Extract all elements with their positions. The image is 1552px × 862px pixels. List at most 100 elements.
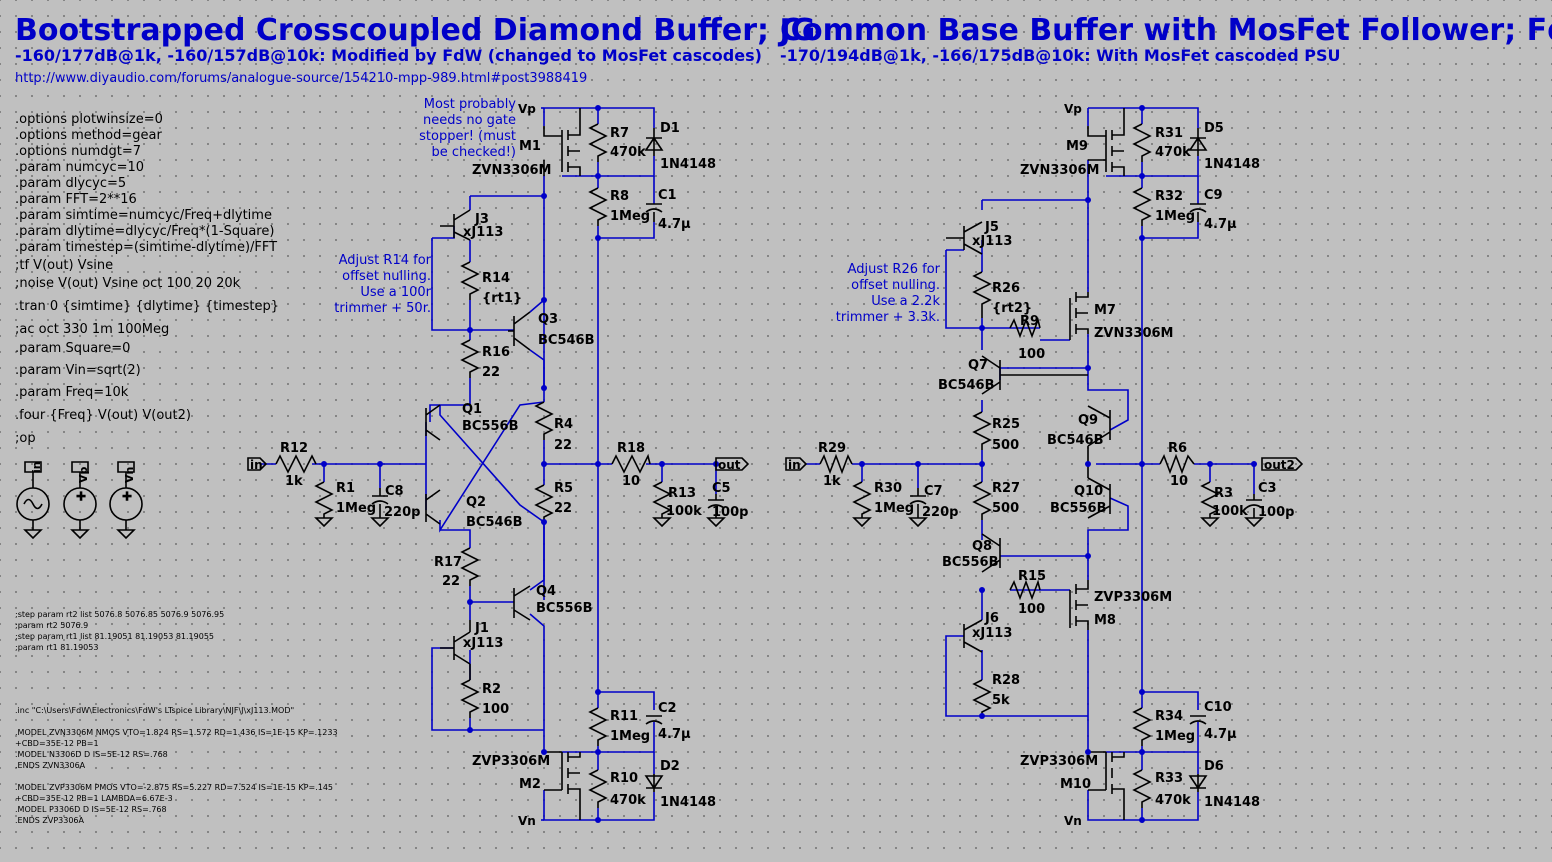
directive-line[interactable]: ;tf V(out) Vsine: [15, 258, 113, 273]
resistor-r3[interactable]: [1200, 481, 1220, 528]
resistor-r5[interactable]: [534, 484, 554, 522]
resistor-r13[interactable]: [652, 481, 672, 528]
source-in[interactable]: in: [16, 461, 50, 540]
model-line[interactable]: .ENDS ZVN3306A: [15, 761, 86, 770]
directive-line[interactable]: .param timestep=(simtime-dlytime)/FFT: [15, 240, 277, 255]
mosfet-m8[interactable]: [1069, 580, 1089, 630]
resistor-r33[interactable]: [1132, 769, 1152, 808]
resistor-r27[interactable]: [972, 481, 992, 520]
net-flag-right-in[interactable]: in: [785, 457, 808, 472]
resistor-r8[interactable]: [588, 187, 608, 226]
jfet-j6[interactable]: [963, 619, 983, 653]
resistor-r11[interactable]: [588, 707, 608, 746]
directive-line[interactable]: .param Square=0: [15, 341, 130, 356]
model-line[interactable]: +CBD=35E-12 PB=1 LAMBDA=6.67E-3: [15, 794, 173, 803]
bjt-q9[interactable]: [1087, 405, 1111, 464]
resistor-r18[interactable]: [611, 453, 651, 474]
resistor-r12[interactable]: [275, 454, 317, 474]
mosfet-m1[interactable]: [543, 108, 581, 176]
model-line[interactable]: .inc "C:\Users\FdW\Electronics\FdW's LTs…: [15, 706, 294, 715]
bjt-q7[interactable]: [981, 355, 1088, 395]
step-line[interactable]: ;param rt2 5076.9: [15, 621, 88, 630]
resistor-r17[interactable]: [460, 547, 480, 586]
capacitor-c5[interactable]: [706, 494, 726, 528]
model-line[interactable]: .ENDS ZVP3306A: [15, 816, 85, 825]
resistor-r31[interactable]: [1132, 123, 1152, 162]
resistor-r16[interactable]: [460, 339, 480, 378]
note-gate-stopper[interactable]: Most probably needs no gate stopper! (mu…: [419, 97, 516, 160]
capacitor-c9[interactable]: [1189, 203, 1207, 222]
capacitor-c10[interactable]: [1189, 715, 1207, 725]
resistor-r15[interactable]: [1009, 579, 1041, 601]
model-line[interactable]: .MODEL N3306D D IS=5E-12 RS=.768: [15, 750, 168, 759]
net-flag-left-out[interactable]: out: [715, 457, 750, 472]
bjt-q8[interactable]: [981, 533, 1001, 573]
resistor-r14[interactable]: [460, 261, 480, 300]
mosfet-m2[interactable]: [544, 751, 581, 820]
capacitor-c3[interactable]: [1244, 494, 1264, 528]
directive-line[interactable]: ;ac oct 330 1m 100Meg: [15, 322, 169, 337]
resistor-r6[interactable]: [1159, 453, 1195, 475]
directive-line[interactable]: .options numdgt=7: [15, 144, 141, 159]
step-line[interactable]: ;step param rt1 list 81.19051 81.19053 8…: [15, 632, 214, 641]
step-line[interactable]: ;param rt1 81.19053: [15, 643, 98, 652]
directive-line[interactable]: .options method=gear: [15, 128, 162, 143]
capacitor-c1[interactable]: [645, 203, 663, 222]
directive-line[interactable]: ;op: [15, 431, 36, 446]
source-vp[interactable]: + Vp: [63, 461, 97, 540]
model-line[interactable]: .MODEL ZVN3306M NMOS VTO=1.824 RS=1.572 …: [15, 728, 338, 737]
diode-d2[interactable]: [644, 774, 664, 792]
diode-d1[interactable]: [644, 128, 664, 156]
capacitor-c2[interactable]: [645, 715, 663, 725]
step-line[interactable]: ;step param rt2 list 5076.8 5076.85 5076…: [15, 610, 224, 619]
resistor-r7[interactable]: [588, 123, 608, 162]
bjt-q4[interactable]: [513, 585, 531, 621]
note-r26-adjust[interactable]: Adjust R26 for offset nulling. Use a 2.2…: [836, 262, 941, 325]
resistor-r26[interactable]: [972, 271, 992, 318]
model-line[interactable]: +CBD=35E-12 PB=1: [15, 739, 99, 748]
directive-line[interactable]: .tran 0 {simtime} {dlytime} {timestep}: [15, 299, 279, 314]
jfet-j3[interactable]: [440, 209, 471, 241]
note-r14-adjust[interactable]: Adjust R14 for offset nulling. Use a 100…: [334, 253, 431, 316]
bjt-q3[interactable]: [508, 311, 531, 351]
resistor-r29[interactable]: [819, 453, 853, 475]
source-vn[interactable]: + Vn: [109, 461, 143, 540]
directive-line[interactable]: .param Freq=10k: [15, 385, 129, 400]
model-line[interactable]: .MODEL P3306D D IS=5E-12 RS=.768: [15, 805, 167, 814]
directive-line[interactable]: ;noise V(out) Vsine oct 100 20 20k: [15, 276, 241, 291]
resistor-r2[interactable]: [460, 679, 480, 718]
mosfet-m7[interactable]: [1069, 292, 1089, 340]
left-url[interactable]: http://www.diyaudio.com/forums/analogue-…: [15, 71, 587, 86]
net-flag-left-in[interactable]: in: [247, 457, 268, 472]
resistor-r25[interactable]: [972, 411, 992, 450]
resistor-r4[interactable]: [534, 401, 554, 440]
directive-line[interactable]: .param numcyc=10: [15, 160, 144, 175]
mosfet-m9[interactable]: [1087, 108, 1125, 176]
resistor-r32[interactable]: [1132, 187, 1152, 226]
jfet-j1[interactable]: [440, 620, 471, 680]
model-line[interactable]: .MODEL ZVP3306M PMOS VTO=-2.875 RS=5.227…: [15, 783, 333, 792]
directive-line[interactable]: .param dlytime=dlycyc/Freq*(1-Square): [15, 224, 274, 239]
net-flag-right-out[interactable]: out2: [1261, 457, 1304, 472]
directive-line[interactable]: .param Vin=sqrt(2): [15, 363, 141, 378]
resistor-r1[interactable]: [314, 481, 334, 528]
resistor-r10[interactable]: [588, 769, 608, 808]
directive-line[interactable]: .param dlycyc=5: [15, 176, 126, 191]
diode-d6[interactable]: [1188, 774, 1208, 792]
resistor-r28[interactable]: [972, 679, 992, 718]
bjt-q10[interactable]: [1087, 464, 1111, 519]
mosfet-m10[interactable]: [1088, 751, 1125, 820]
bjt-q2[interactable]: [425, 489, 441, 525]
resistor-r34[interactable]: [1132, 707, 1152, 746]
capacitor-c7[interactable]: [908, 488, 928, 528]
directive-line[interactable]: .four {Freq} V(out) V(out2): [15, 408, 191, 423]
diode-d5[interactable]: [1188, 128, 1208, 156]
directive-line[interactable]: .options plotwinsize=0: [15, 112, 163, 127]
resistor-r9[interactable]: [1009, 317, 1041, 339]
jfet-j5[interactable]: [946, 221, 983, 255]
bjt-q1[interactable]: [425, 404, 441, 441]
capacitor-c8[interactable]: [370, 488, 390, 528]
directive-line[interactable]: .param FFT=2**16: [15, 192, 137, 207]
resistor-r30[interactable]: [852, 481, 872, 528]
